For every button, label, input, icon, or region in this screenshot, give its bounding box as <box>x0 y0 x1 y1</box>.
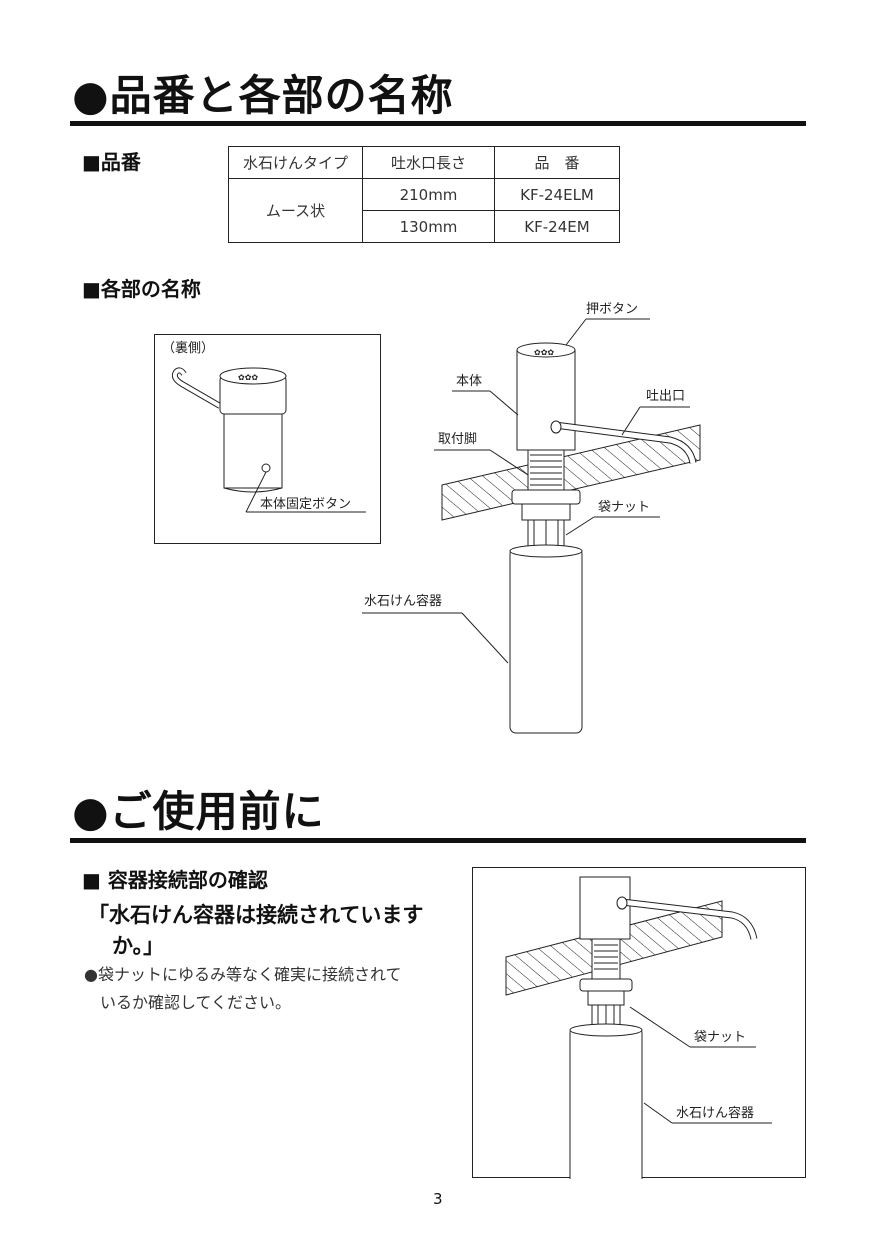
label-spout: 吐出口 <box>646 389 685 404</box>
check-question-line1: 「水石けん容器は接続されています <box>88 903 424 927</box>
back-view-figure: （裏側） ✿✿✿ 本体固定ボタン <box>154 334 381 544</box>
section-heading-part-number: ■品番 <box>82 150 141 174</box>
label-body: 本体 <box>456 374 482 389</box>
page-title: ●品番と各部の名称 <box>72 71 454 120</box>
label-container: 水石けん容器 <box>364 593 442 609</box>
table-row: ムース状 210mm KF-24ELM <box>228 178 620 243</box>
label-mount-leg: 取付脚 <box>438 431 477 447</box>
section-heading-connection-check: ■ 容器接続部の確認 <box>82 868 268 892</box>
label-bag-nut: 袋ナット <box>598 500 650 515</box>
body-lock-button-label: 本体固定ボタン <box>260 497 351 512</box>
table-cell-part: KF-24ELM <box>494 178 620 211</box>
table-header: 吐水口長さ <box>362 146 495 179</box>
check-question-line2: か。」 <box>112 934 165 958</box>
back-view-title: （裏側） <box>162 341 214 356</box>
section-title-before-use: ●ご使用前に <box>72 787 325 836</box>
note-line1: ●袋ナットにゆるみ等なく確実に接続されて <box>84 965 402 984</box>
svg-text:✿✿✿: ✿✿✿ <box>534 348 554 357</box>
title-divider <box>70 121 806 126</box>
table-row: 130mm KF-24EM <box>229 210 620 243</box>
title-divider <box>70 838 806 843</box>
label-container: 水石けん容器 <box>676 1105 754 1121</box>
table-cell-part: KF-24EM <box>494 210 620 243</box>
parts-diagram: ✿✿✿ 押ボタン 本体 吐出口 取付脚 袋ナット 水石けん容器 <box>362 302 701 734</box>
label-push-button: 押ボタン <box>586 302 638 317</box>
table-header: 品 番 <box>494 146 620 179</box>
table-header: 水石けんタイプ <box>228 146 363 179</box>
svg-text:✿✿✿: ✿✿✿ <box>238 373 258 382</box>
page-number: 3 <box>433 1190 443 1208</box>
note-line2: いるか確認してください。 <box>100 993 292 1012</box>
connection-figure: 袋ナット 水石けん容器 <box>472 867 806 1179</box>
section-heading-parts: ■各部の名称 <box>82 277 201 301</box>
label-bag-nut: 袋ナット <box>694 1030 746 1045</box>
table-cell-type: ムース状 <box>228 178 363 243</box>
part-number-table: 水石けんタイプ 吐水口長さ 品 番 ムース状 210mm KF-24ELM 13… <box>228 146 620 243</box>
table-cell-length: 130mm <box>362 210 495 243</box>
table-header-row: 水石けんタイプ 吐水口長さ 品 番 <box>228 146 620 179</box>
table-cell-length: 210mm <box>362 178 495 211</box>
